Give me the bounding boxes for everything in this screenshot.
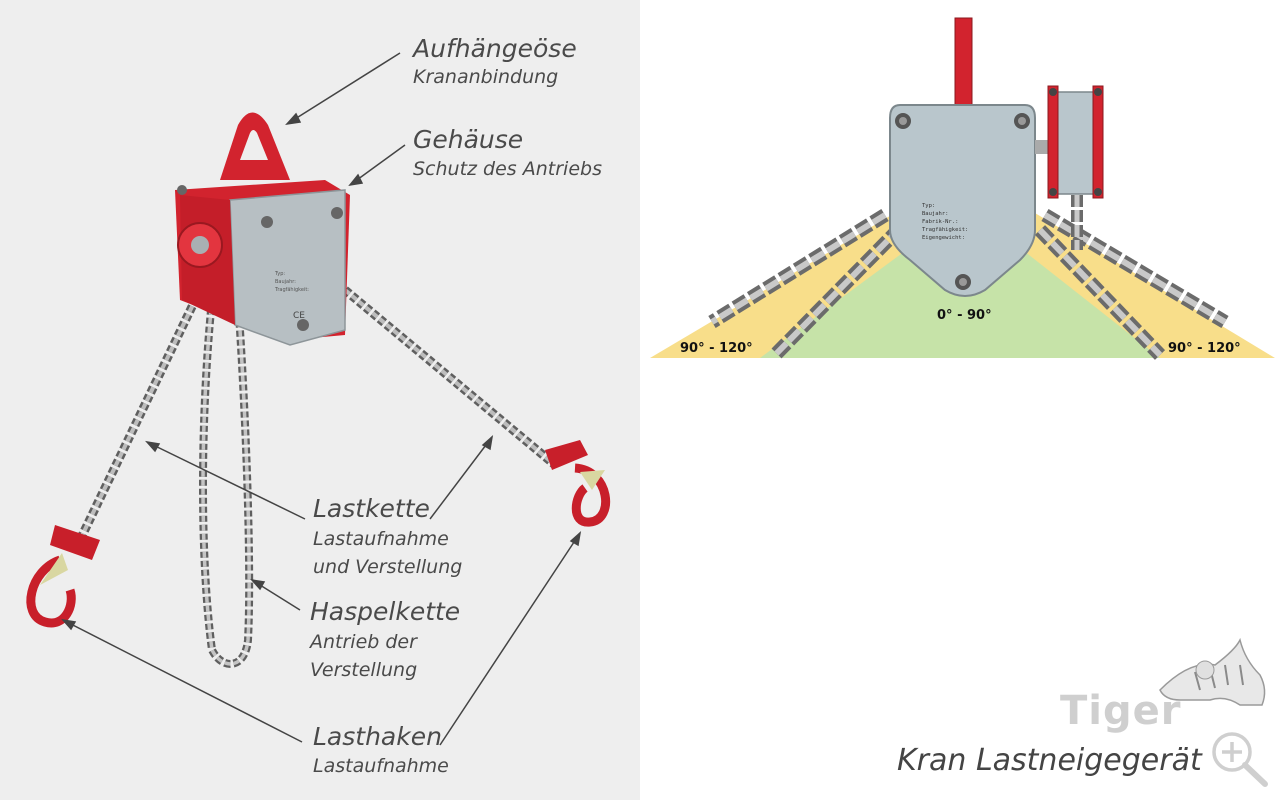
suspension-eye <box>220 112 290 180</box>
load-hook-right <box>545 440 610 527</box>
load-hook-left <box>26 525 100 628</box>
svg-text:Tragfähigkeit:: Tragfähigkeit: <box>274 287 309 293</box>
brand-wordmark: Tiger <box>1060 688 1182 734</box>
device-3d-illustration: Typ: Baujahr: Tragfähigkeit: CE <box>26 52 610 746</box>
hand-chain-loop <box>199 299 254 668</box>
label-hand-chain-title: Haspelkette <box>310 597 461 626</box>
label-eye-sub: Krananbindung <box>413 66 559 88</box>
page-title: Kran Lastneigegerät <box>897 743 1202 778</box>
label-eye-title: Aufhängeöse <box>413 34 577 63</box>
label-housing-title: Gehäuse <box>413 125 524 154</box>
pointer-lines <box>61 52 582 746</box>
label-hook-title: Lasthaken <box>313 722 442 751</box>
svg-text:Typ:: Typ: <box>274 271 285 277</box>
angle-label-right: 90° - 120° <box>1168 341 1241 356</box>
left-panel-3d-view <box>0 0 640 800</box>
label-hand-chain-sub1: Antrieb der <box>310 631 417 653</box>
label-load-chain-title: Lastkette <box>313 494 430 523</box>
label-load-chain-sub2: und Verstellung <box>313 556 463 578</box>
angle-label-center: 0° - 90° <box>937 308 992 323</box>
load-chain-left <box>75 288 205 542</box>
svg-text:CE: CE <box>293 311 305 321</box>
right-panel-front-view <box>640 0 1280 800</box>
label-hand-chain-sub2: Verstellung <box>310 659 418 681</box>
label-load-chain-sub1: Lastaufnahme <box>313 528 449 550</box>
label-housing-sub: Schutz des Antriebs <box>413 158 602 180</box>
label-hook-sub: Lastaufnahme <box>313 755 449 777</box>
angle-label-left: 90° - 120° <box>680 341 753 356</box>
device-housing: Typ: Baujahr: Tragfähigkeit: CE <box>175 180 350 346</box>
svg-text:Baujahr:: Baujahr: <box>275 279 296 285</box>
load-chain-right <box>342 286 558 469</box>
